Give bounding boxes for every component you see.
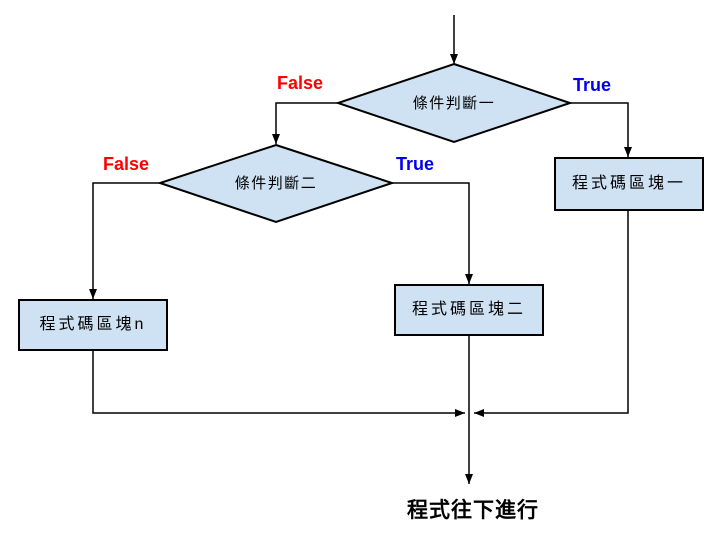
connector-decision2-true-to-block2 (392, 182, 473, 284)
block2-rect (394, 284, 544, 336)
connector-decision1-false-to-decision2 (272, 102, 338, 144)
decision2-diamond (156, 143, 396, 224)
block2-label: 程式碼區塊二 (411, 301, 526, 318)
block1-rect (554, 157, 704, 211)
decision1-diamond (334, 62, 574, 144)
decision1-true-label: True (573, 75, 612, 95)
decision2-label: 條件判斷二 (234, 175, 318, 192)
decision1-false-label: False (277, 73, 324, 93)
blockn-label: 程式碼區塊n (39, 316, 147, 333)
connector-block1-to-merge (474, 210, 629, 417)
decision2-true-label: True (396, 154, 435, 174)
end-label: 程式往下進行 (407, 499, 539, 522)
decision2-false-label: False (103, 154, 150, 174)
blockn-rect (18, 299, 168, 351)
connector-blockn-to-merge (92, 350, 465, 417)
decision1-label: 條件判斷一 (412, 94, 496, 112)
block1-label: 程式碼區塊一 (571, 175, 686, 192)
connector-decision2-false-to-blockn (89, 182, 160, 299)
connector-decision1-true-to-block1 (570, 102, 632, 157)
